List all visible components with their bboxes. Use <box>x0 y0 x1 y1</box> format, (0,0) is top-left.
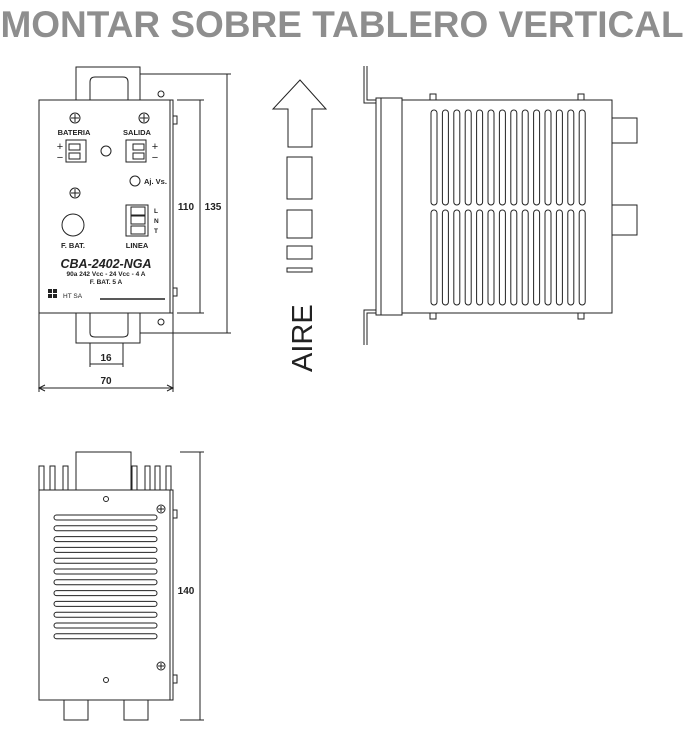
dim-label-135: 135 <box>205 202 222 213</box>
terminal-t: T <box>154 228 158 235</box>
salida-plus: + <box>152 141 158 153</box>
vent-slot <box>53 568 158 575</box>
vent-slot <box>53 525 158 532</box>
spec-line-1: 90a 242 Vcc - 24 Vcc - 4 A <box>67 271 146 278</box>
vent-slot <box>53 536 158 543</box>
vent-slot <box>453 109 461 206</box>
vent-slot <box>498 109 506 206</box>
spec-line-2: F. BAT. 5 A <box>90 279 123 286</box>
top-mounting-tab <box>75 66 141 101</box>
dim-label-16: 16 <box>100 353 112 364</box>
label-salida: SALIDA <box>123 128 152 137</box>
adjust-pot <box>129 175 141 187</box>
vent-slot <box>487 109 495 206</box>
vent-slot <box>53 622 158 629</box>
airflow-label: AIRE <box>287 304 319 372</box>
screw-icon <box>138 112 150 124</box>
dim-tab-16 <box>89 343 124 367</box>
front-body <box>38 99 174 314</box>
vent-slot <box>521 209 529 306</box>
vent-slot <box>578 209 586 306</box>
label-fbat: F. BAT. <box>61 241 85 250</box>
label-bateria: BATERIA <box>58 128 91 137</box>
bateria-plus: + <box>57 141 63 153</box>
linea-terminal <box>125 204 149 237</box>
screw-icon <box>69 187 81 199</box>
vent-slot <box>498 209 506 306</box>
page-title: MONTAR SOBRE TABLERO VERTICAL <box>0 4 683 45</box>
screw-icon <box>156 504 166 514</box>
vent-slot <box>567 209 575 306</box>
fuse-holder <box>61 213 85 237</box>
front-view <box>37 66 231 392</box>
dim-label-110: 110 <box>178 202 195 213</box>
brand-name: HT SA <box>63 293 83 300</box>
vent-slot <box>533 209 541 306</box>
vent-slot <box>510 109 518 206</box>
vent-slot <box>453 209 461 306</box>
vent-slot <box>430 109 438 206</box>
vent-slot <box>464 209 472 306</box>
dim-label-140: 140 <box>178 586 195 597</box>
vent-slot <box>567 109 575 206</box>
brand-logo <box>48 289 57 298</box>
salida-terminal <box>125 139 147 163</box>
dim-label-70: 70 <box>100 376 112 387</box>
bottom-mounting-tab <box>75 312 141 344</box>
vent-slot <box>476 209 484 306</box>
vent-slot <box>441 209 449 306</box>
front-view-labels: BATERIA SALIDA + − + − Aj. Vs. L N T F. … <box>57 128 222 387</box>
dim-height-110 <box>177 99 204 314</box>
vent-slot <box>510 209 518 306</box>
arrow-up-icon <box>271 79 328 148</box>
vent-slot <box>533 109 541 206</box>
airflow-indicator <box>271 79 328 273</box>
terminal-n: N <box>154 218 159 225</box>
dim-height-140 <box>180 451 204 721</box>
vent-slot <box>53 611 158 618</box>
side-vents <box>430 109 586 306</box>
vent-slot <box>430 209 438 306</box>
bateria-minus: − <box>57 152 63 164</box>
vent-slot <box>555 209 563 306</box>
salida-minus: − <box>152 152 158 164</box>
vent-slot <box>464 109 472 206</box>
vent-slot <box>555 109 563 206</box>
vent-slot <box>53 600 158 607</box>
bottom-vents <box>53 514 158 640</box>
vent-slot <box>544 109 552 206</box>
led-indicator <box>100 145 112 157</box>
label-linea: LINEA <box>126 241 149 250</box>
vent-slot <box>544 209 552 306</box>
vent-slot <box>53 633 158 640</box>
dim-height-135 <box>140 73 231 334</box>
vent-slot <box>53 557 158 564</box>
label-adjust: Aj. Vs. <box>144 177 167 186</box>
model-name: CBA-2402-NGA <box>61 257 152 271</box>
vent-slot <box>487 209 495 306</box>
screw-icon <box>69 112 81 124</box>
terminal-l: L <box>154 208 158 215</box>
vent-slot <box>53 579 158 586</box>
vent-slot <box>578 109 586 206</box>
vent-slot <box>53 590 158 597</box>
bateria-terminal <box>65 139 87 163</box>
vent-slot <box>441 109 449 206</box>
vent-slot <box>521 109 529 206</box>
dim-width-70 <box>37 313 175 392</box>
screw-icon <box>156 661 166 671</box>
vent-slot <box>476 109 484 206</box>
vent-slot <box>53 514 158 521</box>
vent-slot <box>53 546 158 553</box>
